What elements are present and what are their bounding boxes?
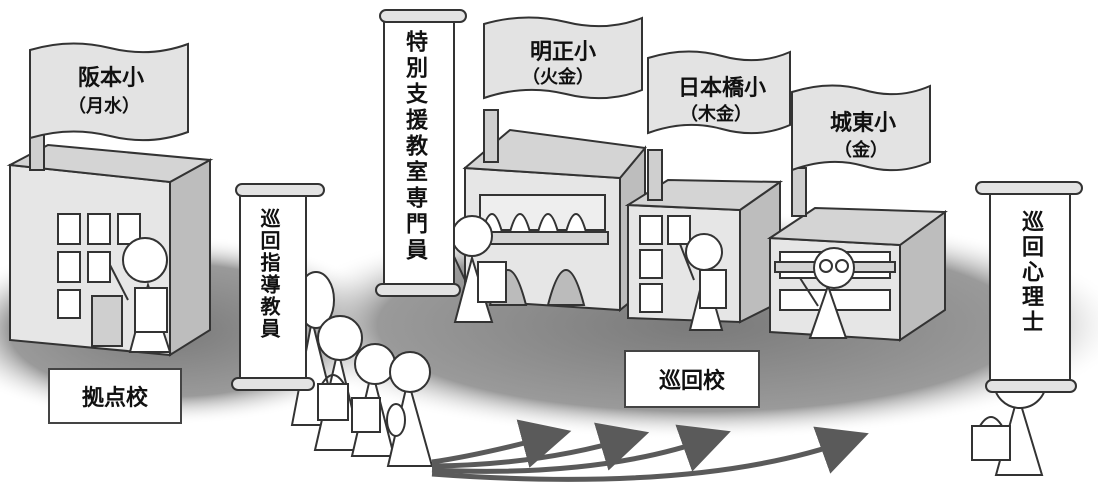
arrow-to-nihonbashi	[431, 422, 650, 471]
flag-1-name: 阪本小	[78, 66, 145, 91]
teacher-figure-meisei	[449, 215, 507, 323]
scroll-itinerant-teacher	[231, 183, 325, 391]
arrow-to-meisei	[431, 419, 572, 468]
flag-1-days: （月水）	[68, 96, 140, 117]
base-school-building	[6, 129, 214, 357]
flag-banner-1	[29, 42, 189, 142]
teacher-figure-joto	[799, 247, 855, 339]
teacher-figure-base	[109, 237, 172, 353]
visit-arrows	[431, 419, 869, 482]
flag-3-name: 日本橋小	[678, 76, 767, 101]
meisei-school-building	[462, 109, 647, 313]
scroll-psychologist	[975, 181, 1083, 393]
base-school-label: 拠点校	[48, 368, 182, 424]
special-teacher-label: 特別支援教室専門員	[402, 30, 427, 264]
itinerant-teacher-label: 巡回指導教員	[257, 208, 281, 340]
flag-2-days: （火金）	[522, 67, 594, 88]
arrow-to-joto	[431, 424, 731, 474]
flag-banner-3	[647, 50, 791, 135]
joto-school-building	[766, 167, 948, 342]
flag-4-days: （金）	[834, 140, 888, 161]
scroll-special-teacher	[375, 9, 467, 297]
flag-banner-4	[791, 84, 931, 172]
flag-2-name: 明正小	[530, 40, 597, 65]
flag-3-days: （木金）	[680, 104, 752, 125]
visiting-school-label: 巡回校	[624, 350, 760, 408]
itinerant-teacher-group	[290, 271, 434, 467]
flag-banner-2	[483, 16, 643, 100]
flag-4-name: 城東小	[830, 111, 897, 136]
arrow-to-far	[431, 426, 869, 482]
psychologist-label: 巡回心理士	[1018, 210, 1043, 335]
teacher-figure-nihonbashi	[679, 233, 727, 331]
